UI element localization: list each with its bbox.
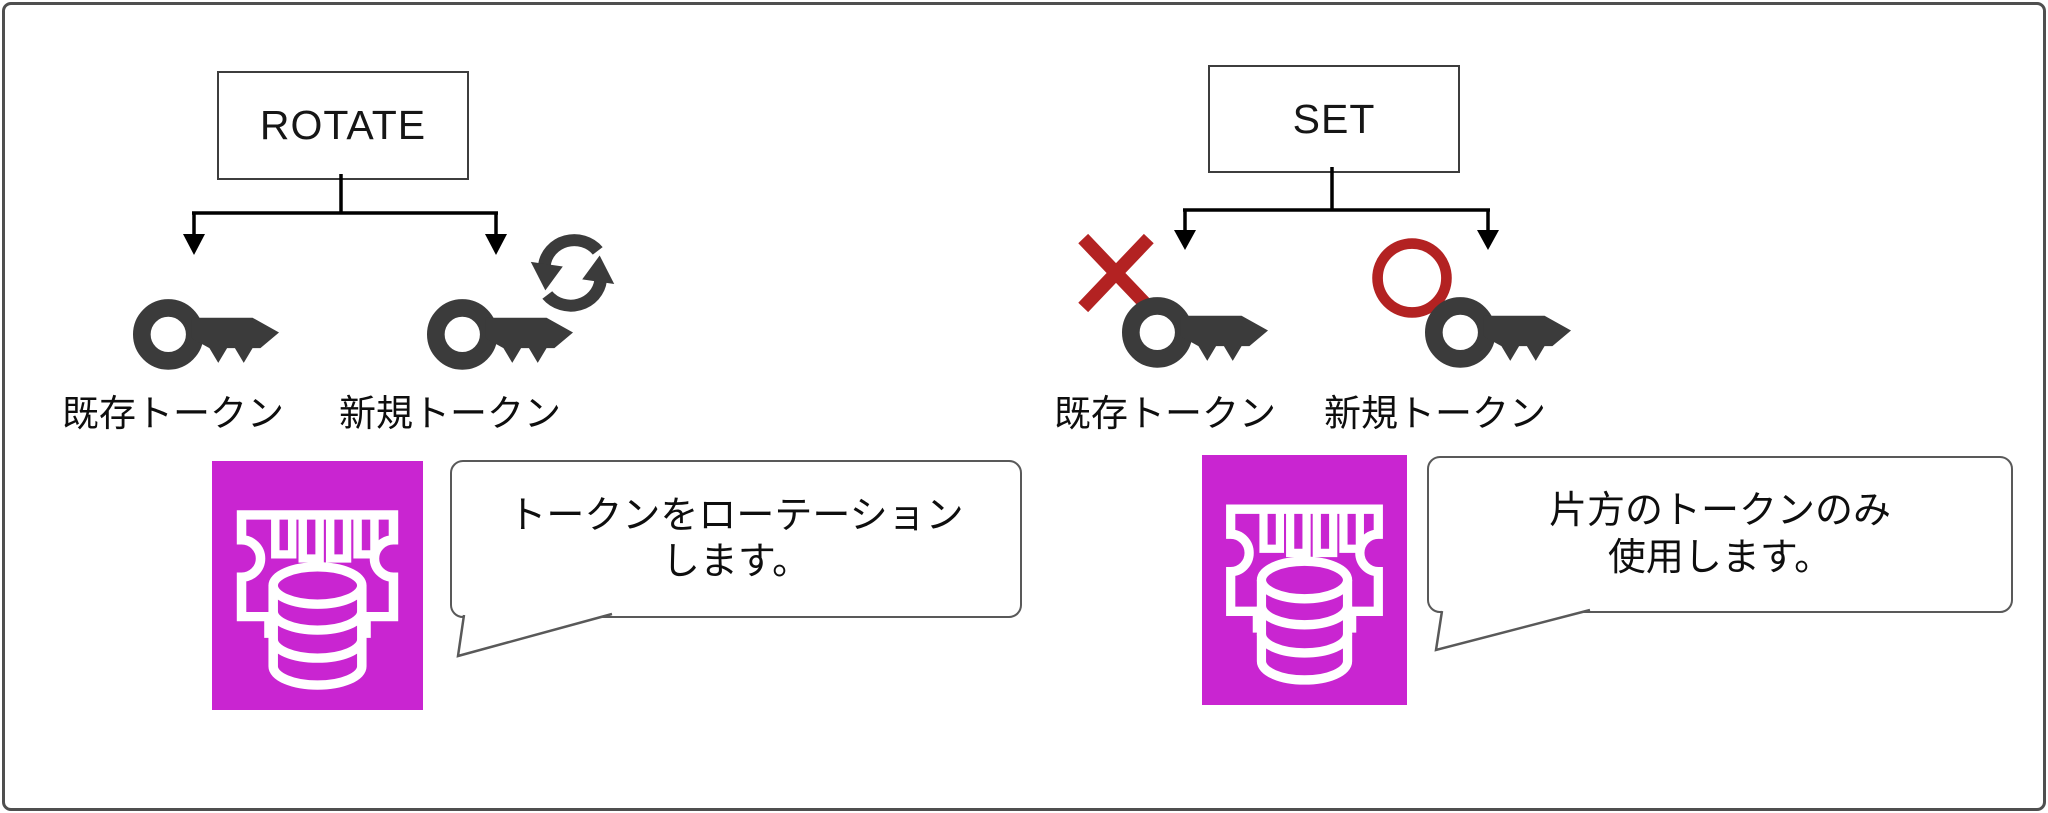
bubble-text-line1: 片方のトークンのみ: [1548, 490, 1891, 533]
arrow-down-icon: [183, 234, 205, 255]
set-branch-connector: [1174, 167, 1499, 250]
rotate-operation-box: ROTATE: [217, 71, 469, 180]
set-operation-box: SET: [1208, 65, 1460, 173]
speech-bubble-tail: [456, 612, 613, 658]
rotation-arrows-icon: [524, 226, 621, 318]
arrow-down-icon: [485, 234, 507, 255]
set-speech-bubble: 片方のトークンのみ 使用します。: [1427, 456, 2013, 613]
existing-token-label: 既存トークン: [62, 393, 284, 434]
x-cross-icon: [1078, 233, 1154, 313]
memorydb-database-icon: [212, 461, 423, 710]
bubble-text-line2: します。: [661, 541, 811, 583]
new-token-key-icon: [1425, 287, 1572, 370]
bubble-text-line1: トークンをローテーション: [508, 494, 964, 537]
arrow-down-icon: [1477, 230, 1499, 250]
rotate-branch-connector: [183, 174, 507, 255]
new-token-label: 新規トークン: [1324, 393, 1546, 434]
existing-token-key-icon: [133, 289, 280, 372]
rotate-operation-label: ROTATE: [259, 102, 427, 148]
speech-bubble-tail: [1434, 608, 1591, 652]
existing-token-key-icon: [1122, 287, 1269, 370]
new-token-label: 新規トークン: [339, 393, 561, 434]
o-circle-icon: [1372, 238, 1452, 318]
arrow-down-icon: [1174, 230, 1196, 250]
rotate-speech-bubble: トークンをローテーション します。: [450, 460, 1022, 618]
bubble-text-line2: 使用します。: [1607, 536, 1833, 579]
existing-token-label: 既存トークン: [1054, 393, 1276, 434]
set-operation-label: SET: [1292, 95, 1376, 142]
memorydb-database-icon: [1202, 455, 1407, 705]
